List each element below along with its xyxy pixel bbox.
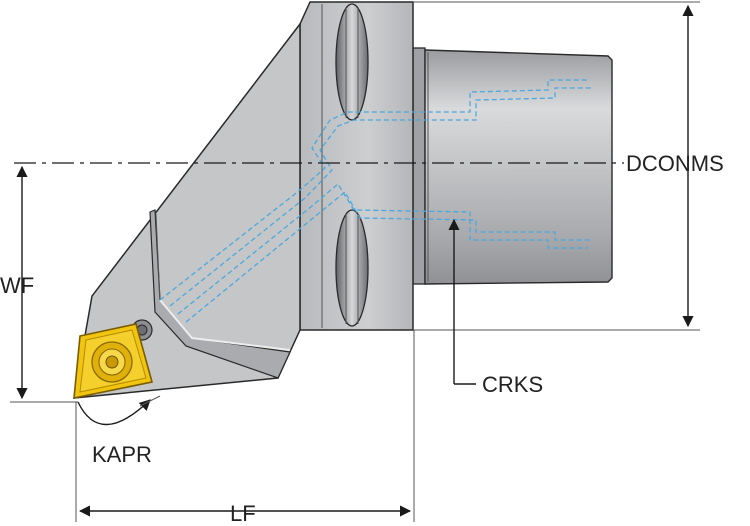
label-dconms: DCONMS [626, 151, 724, 176]
flange-body [299, 1, 414, 331]
clamp-groove-lower [335, 209, 369, 327]
dim-wf [10, 165, 78, 403]
leader-crks [448, 218, 476, 385]
clamp-groove-upper [335, 3, 369, 121]
label-crks: CRKS [482, 372, 543, 397]
label-lf: LF [230, 501, 256, 526]
label-wf: WF [0, 273, 34, 298]
shank [412, 47, 613, 285]
dim-lf [75, 330, 415, 522]
dim-dconms [414, 1, 700, 331]
label-kapr: KAPR [92, 442, 152, 467]
cutting-insert [73, 323, 153, 400]
tool-head [73, 21, 301, 399]
coolant-channels [159, 79, 592, 323]
dim-kapr [77, 395, 161, 426]
